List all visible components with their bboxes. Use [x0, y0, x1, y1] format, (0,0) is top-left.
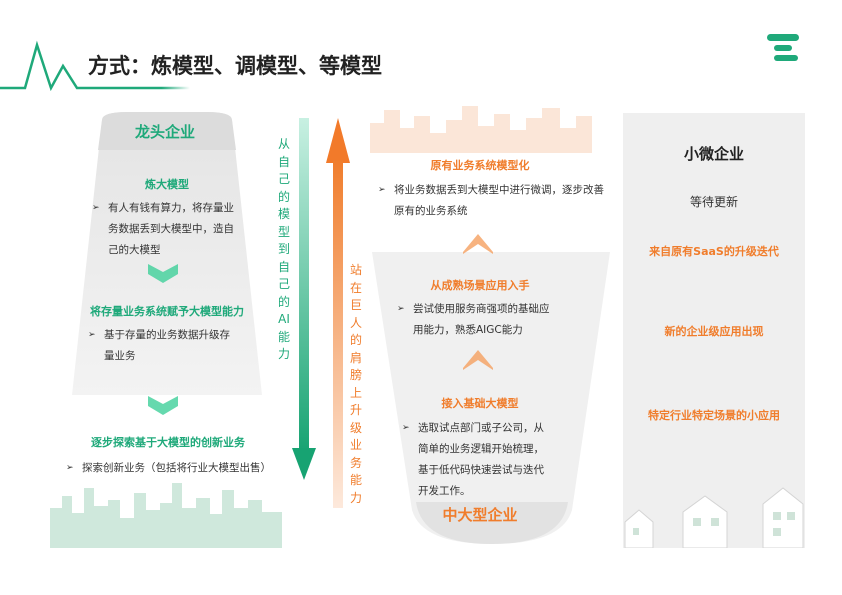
- houses-illustration: [624, 487, 804, 548]
- right-subtitle: 等待更新: [689, 195, 738, 209]
- mid-step-1-bullet: 将业务数据丢到大模型中进行微调，逐步改善原有的业务系统: [378, 180, 610, 222]
- left-step-1-bullet: 有人有钱有算力，将存量业务数据丢到大模型中，造自己的大模型: [92, 198, 240, 261]
- mid-step-2-bullet: 尝试使用服务商强项的基础应用能力，熟悉AIGC能力: [397, 299, 557, 341]
- left-step-3-heading: 逐步探索基于大模型的创新业务: [91, 436, 245, 449]
- left-step-2-bullet: 基于存量的业务数据升级存量业务: [88, 325, 238, 367]
- left-step-1-heading: 炼大模型: [145, 178, 189, 191]
- header-pulse-line: [0, 40, 190, 92]
- mid-step-3-heading: 接入基础大模型: [441, 397, 519, 410]
- left-title: 龙头企业: [134, 123, 195, 141]
- mid-step-1-heading: 原有业务系统模型化: [430, 159, 530, 172]
- mid-step-2-heading: 从成熟场景应用入手: [430, 279, 530, 292]
- city-skyline-orange: [370, 106, 592, 153]
- left-step-2-heading: 将存量业务系统赋予大模型能力: [90, 305, 244, 318]
- left-step-3-bullet: 探索创新业务（包括将行业大模型出售）: [66, 458, 286, 479]
- right-item: 来自原有SaaS的升级迭代: [649, 245, 779, 258]
- orange-up-arrow: [326, 118, 350, 508]
- menu-bars-icon: [767, 34, 799, 61]
- page-title: 方式：炼模型、调模型、等模型: [88, 54, 382, 78]
- right-panel: [623, 113, 805, 548]
- mid-step-3-bullet: 选取试点部门或子公司，从简单的业务逻辑开始梳理，基于低代码快速尝试与迭代开发工作…: [402, 418, 550, 502]
- city-skyline-green: [50, 483, 282, 548]
- green-down-arrow: [292, 118, 316, 480]
- green-arrow-label: 从自己的模型到自己的AI能力: [277, 137, 290, 361]
- chevron-up-icon: [463, 234, 493, 254]
- chevron-down-icon: [148, 264, 178, 283]
- orange-arrow-label: 站在巨人的肩膀上升级业务能力: [349, 263, 362, 505]
- chevron-up-icon: [463, 350, 493, 370]
- chevron-down-icon: [148, 396, 178, 415]
- middle-title: 中大型企业: [442, 506, 518, 524]
- right-item: 新的企业级应用出现: [664, 325, 764, 338]
- right-item: 特定行业特定场景的小应用: [648, 409, 780, 422]
- right-title: 小微企业: [683, 145, 744, 163]
